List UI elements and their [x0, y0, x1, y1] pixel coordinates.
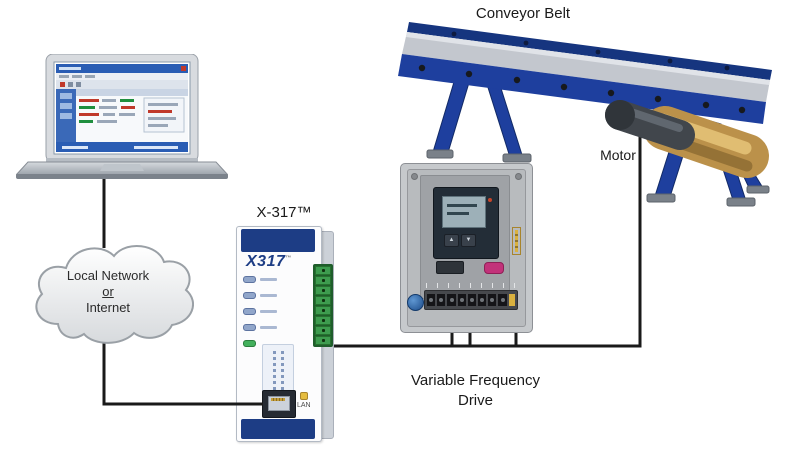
screw-icon: [411, 173, 418, 180]
belt-highlight: [406, 32, 770, 85]
x317-led-row: [243, 308, 277, 315]
terminal-screw: [467, 294, 477, 306]
x317-top-cap: [241, 229, 315, 252]
terminal-screw: [478, 294, 487, 306]
terminal-screw: [498, 294, 507, 306]
x317-led-row: [243, 276, 277, 283]
terminal-screw: [437, 294, 446, 306]
status-led: [243, 292, 256, 299]
cloud-line-internet: Internet: [85, 299, 131, 315]
wire-group: [102, 134, 642, 406]
wire-x317-to-vfd-to-motor: [330, 134, 642, 348]
stop-button: [484, 262, 504, 274]
laptop-touchpad: [100, 164, 144, 171]
terminal-screw: [315, 266, 331, 275]
conveyor-far-rail: [407, 22, 772, 80]
cloud-text: Local Network or Internet: [22, 232, 194, 350]
vfd-device: ▲ ▼: [400, 163, 533, 333]
app-table-header: [76, 89, 188, 96]
terminal-screw: [315, 306, 331, 315]
terminal-end-block: [508, 294, 515, 306]
laptop-app-window: [56, 64, 188, 152]
app-title-bar: [56, 64, 188, 73]
app-close-icon: [181, 66, 186, 71]
wire-cloud-to-x317: [102, 330, 240, 406]
terminal-screw: [457, 294, 466, 306]
app-title-text: [59, 67, 81, 70]
run-led: [488, 198, 492, 202]
led-label: [260, 278, 277, 281]
terminal-screw: [488, 294, 497, 306]
screw-icon: [515, 173, 522, 180]
status-led: [243, 324, 256, 331]
terminal-screw: [447, 294, 456, 306]
near-rail-bolts: [418, 64, 746, 114]
conveyor-near-rail: [398, 54, 766, 124]
terminal-screw: [315, 286, 331, 295]
network-cloud: Local Network or Internet: [22, 232, 194, 350]
app-menu-bar: [56, 73, 188, 80]
led-label: [260, 294, 277, 297]
up-arrow-button: ▲: [444, 234, 459, 247]
dip-switch-block: [512, 227, 521, 255]
x317-terminal-block: [313, 264, 333, 347]
terminal-screw: [315, 276, 331, 285]
app-table-rows: [79, 99, 135, 123]
x317-led-row: [243, 324, 277, 331]
vfd-terminal-strip: [424, 290, 518, 310]
conveyor-belt-label: Conveyor Belt: [475, 5, 571, 22]
x317-led-row: [243, 292, 277, 299]
vfd-label: Variable Frequency Drive: [388, 371, 563, 412]
terminal-screw: [315, 326, 331, 335]
x317-device: X317™ LAN: [236, 226, 334, 442]
cable-grommet: [407, 294, 424, 311]
wire-into-lan-port: [198, 402, 263, 406]
led-label: [260, 326, 277, 329]
far-rail-bolts: [451, 31, 730, 71]
power-led: [243, 340, 256, 347]
terminal-markings: [426, 283, 516, 288]
cloud-shape: [35, 244, 194, 344]
conveyor-feet: [426, 149, 770, 207]
motor-cylinder: [605, 100, 695, 150]
vfd-display: [442, 196, 486, 228]
x317-bottom-cap: [241, 419, 315, 439]
x317-power-led-row: [243, 340, 256, 347]
down-arrow-button: ▼: [461, 234, 476, 247]
vfd-keypad-bezel: ▲ ▼: [433, 187, 499, 259]
mode-button: [436, 261, 464, 274]
cloud-line-or: or: [102, 283, 114, 299]
conveyor-belt: [398, 22, 772, 207]
x317-logo: X317™: [246, 253, 292, 270]
terminal-screw: [315, 316, 331, 325]
led-label: [260, 310, 277, 313]
x317-label: X-317™: [256, 204, 312, 221]
lan-activity-led: [300, 392, 308, 400]
app-status-bar: [56, 142, 188, 152]
lan-label: LAN: [297, 402, 311, 409]
laptop: [16, 54, 228, 179]
motor-label: Motor: [600, 147, 636, 163]
app-toolbar: [56, 80, 188, 89]
terminal-screw: [427, 294, 436, 306]
ethernet-jack: [262, 390, 296, 418]
cloud-line-local-network: Local Network: [66, 267, 150, 283]
laptop-base-front: [16, 174, 228, 179]
status-led: [243, 308, 256, 315]
ethernet-pins: [271, 398, 285, 401]
status-led: [243, 276, 256, 283]
terminal-screw: [315, 336, 331, 345]
belt-surface: [402, 32, 770, 102]
vfd-label-line1: Variable Frequency: [411, 372, 540, 389]
terminal-screw: [315, 296, 331, 305]
laptop-hinge: [46, 158, 198, 162]
vfd-label-line2: Drive: [457, 392, 493, 410]
